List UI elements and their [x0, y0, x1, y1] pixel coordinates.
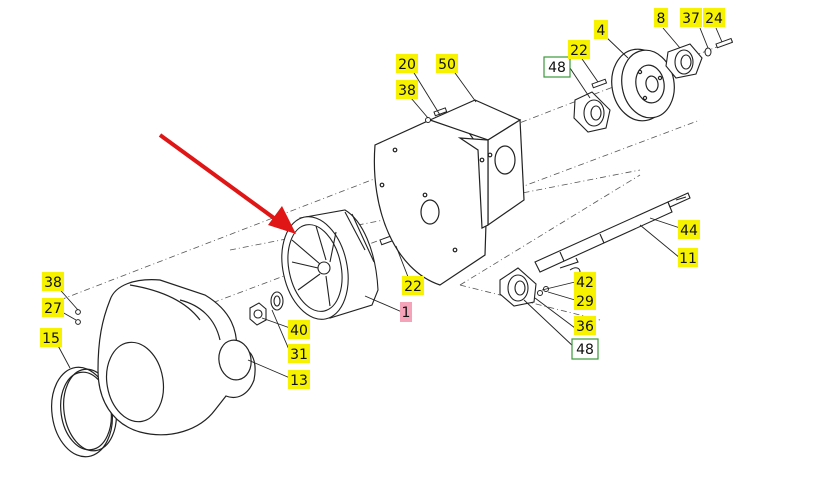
flange-bearing-top-part	[573, 91, 611, 133]
svg-text:48: 48	[576, 342, 594, 358]
svg-text:42: 42	[576, 275, 594, 291]
svg-text:1: 1	[402, 305, 411, 321]
part-label-22-lower: 22	[402, 276, 424, 295]
svg-text:38: 38	[398, 83, 416, 99]
part-label-42: 42	[574, 272, 596, 291]
part-label-31: 31	[288, 344, 310, 363]
lower-small-parts	[537, 267, 581, 296]
part-label-38: 38	[396, 80, 418, 99]
svg-text:27: 27	[44, 301, 62, 317]
part-label-13: 13	[288, 370, 310, 389]
shaft-part	[534, 192, 691, 273]
svg-text:37: 37	[682, 11, 700, 27]
svg-text:48: 48	[548, 60, 566, 76]
svg-text:50: 50	[438, 57, 456, 73]
svg-text:38: 38	[44, 275, 62, 291]
svg-text:13: 13	[290, 373, 308, 389]
svg-text:40: 40	[290, 323, 308, 339]
part-label-11: 11	[678, 248, 698, 267]
bolt-part-22-top	[591, 78, 608, 89]
left-small-parts	[75, 309, 81, 325]
hub-bolt-parts	[704, 37, 734, 57]
svg-text:20: 20	[398, 57, 416, 73]
svg-text:15: 15	[42, 331, 60, 347]
part-label-4: 4	[594, 20, 608, 39]
part-label-50: 50	[436, 54, 458, 73]
part-label-38-left: 38	[42, 272, 64, 291]
part-label-40: 40	[288, 320, 310, 339]
part-label-20: 20	[396, 54, 418, 73]
part-label-37: 37	[680, 8, 702, 27]
red-arrow-pointer	[158, 133, 296, 234]
svg-text:29: 29	[576, 294, 594, 310]
svg-text:44: 44	[680, 223, 698, 239]
svg-text:22: 22	[570, 43, 588, 59]
part-label-1: 1	[400, 302, 412, 322]
part-label-36: 36	[574, 316, 596, 335]
part-label-48-lower: 48	[571, 338, 599, 360]
part-label-24: 24	[703, 8, 725, 27]
svg-text:8: 8	[657, 11, 666, 27]
part-labels: 20 38 50 48 22 4 8 37	[40, 8, 725, 389]
flange-bearing-lower-part	[499, 267, 537, 307]
part-label-8: 8	[654, 8, 668, 27]
pulley-part	[611, 48, 675, 122]
hub-part	[665, 43, 703, 79]
svg-text:11: 11	[679, 251, 697, 267]
plate-bolts	[425, 107, 448, 123]
impeller-part	[281, 209, 379, 320]
fan-housing-part	[97, 279, 256, 436]
svg-text:36: 36	[576, 319, 594, 335]
part-label-15: 15	[40, 328, 62, 347]
svg-text:22: 22	[404, 279, 422, 295]
part-label-48-top: 48	[543, 56, 571, 78]
svg-text:4: 4	[597, 23, 606, 39]
part-label-29: 29	[574, 291, 596, 310]
blower-plate-part	[373, 99, 525, 286]
part-label-44: 44	[678, 220, 700, 239]
nut-and-washer-parts	[249, 291, 284, 326]
svg-text:31: 31	[290, 347, 308, 363]
svg-text:24: 24	[705, 11, 723, 27]
part-label-27: 27	[42, 298, 64, 317]
part-label-22-top: 22	[568, 40, 590, 59]
